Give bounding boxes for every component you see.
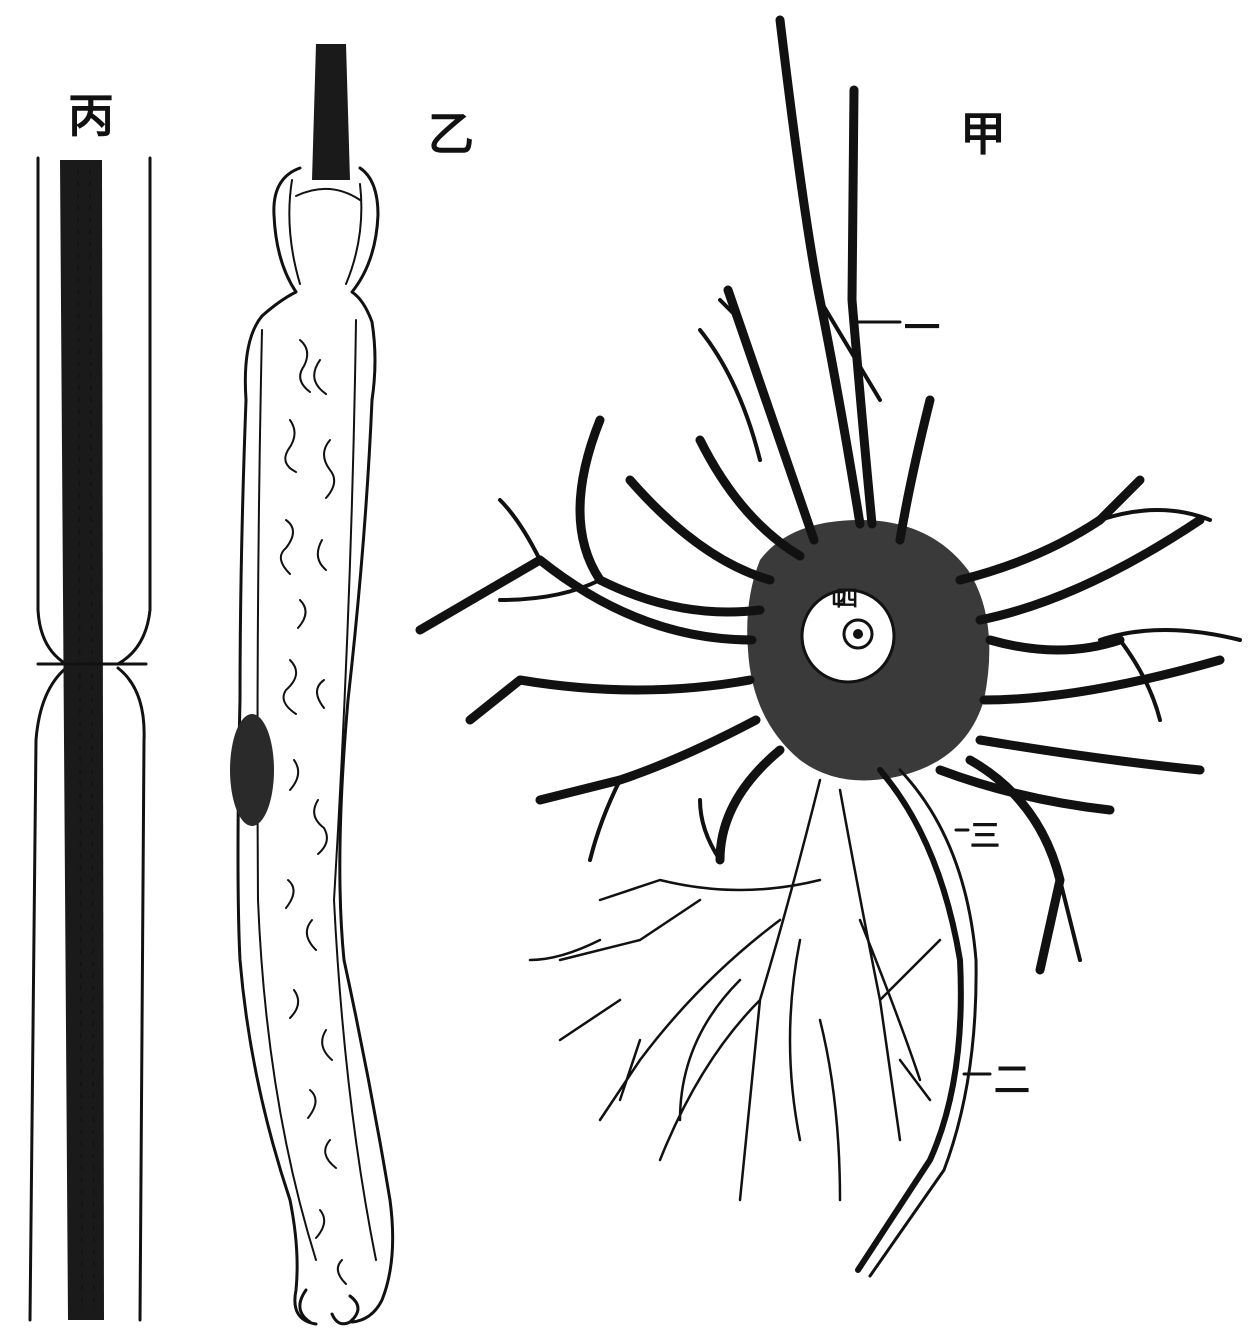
fiber-bulb bbox=[245, 168, 378, 400]
panel-jia: 甲 一 二 三 四 bbox=[420, 20, 1240, 1276]
callout-1: 一 bbox=[904, 307, 940, 349]
fine-branches bbox=[530, 780, 940, 1200]
callout-4: 四 bbox=[836, 586, 858, 612]
panel-bing: 丙 bbox=[30, 89, 150, 1320]
fiber-inner-wall bbox=[258, 320, 377, 1260]
panel-label-bing: 丙 bbox=[68, 89, 114, 143]
fiber-tube-left bbox=[238, 400, 316, 1324]
panel-yi: 乙 bbox=[230, 44, 474, 1324]
fiber-squiggles bbox=[281, 340, 346, 1284]
fiber-bottom-knot bbox=[300, 1290, 358, 1324]
dendrites-main bbox=[420, 20, 1220, 970]
panel-label-yi: 乙 bbox=[428, 107, 474, 161]
axon bbox=[858, 770, 961, 1270]
fiber-stub bbox=[312, 44, 350, 180]
sheath-nucleus bbox=[230, 714, 274, 826]
callout-3: 三 bbox=[970, 819, 1000, 854]
fiber-tube-right bbox=[340, 400, 393, 1322]
axon-core bbox=[60, 160, 104, 1320]
fiber-inner-bulb bbox=[289, 180, 361, 284]
callout-2: 二 bbox=[994, 1059, 1030, 1101]
panel-label-jia: 甲 bbox=[960, 107, 1006, 161]
nucleolus-core bbox=[853, 629, 863, 639]
